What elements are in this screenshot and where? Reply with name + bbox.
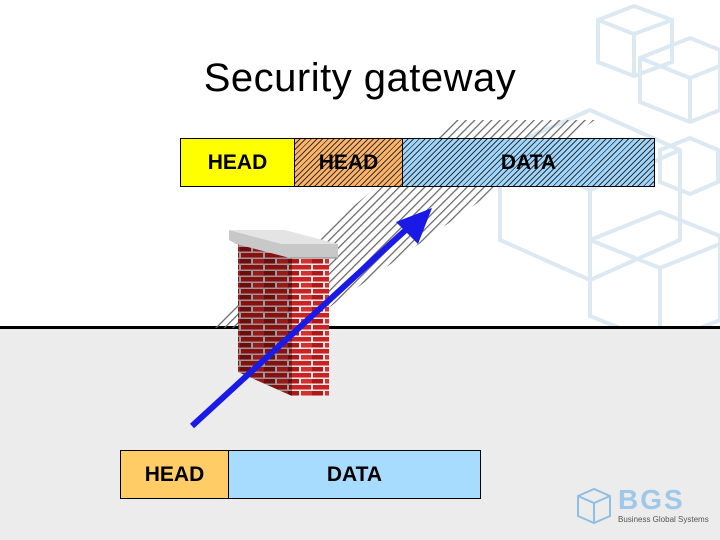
head-segment: HEAD (121, 451, 229, 498)
bgs-logo-subtitle: Business Global Systems (618, 515, 709, 524)
bgs-logo-cube-icon (577, 487, 611, 525)
plain-packet: HEAD DATA (120, 450, 481, 499)
bgs-logo: BGS Business Global Systems (574, 484, 714, 528)
bgs-logo-text: BGS (618, 484, 685, 515)
data-segment: DATA (229, 451, 480, 498)
network-boundary-line (0, 326, 720, 329)
slide-title: Security gateway (203, 56, 517, 100)
encrypted-data-segment: DATA (403, 139, 654, 186)
outer-head-segment: HEAD (181, 139, 295, 186)
inner-head-segment: HEAD (295, 139, 403, 186)
encapsulated-packet: HEAD HEAD DATA (180, 138, 655, 187)
